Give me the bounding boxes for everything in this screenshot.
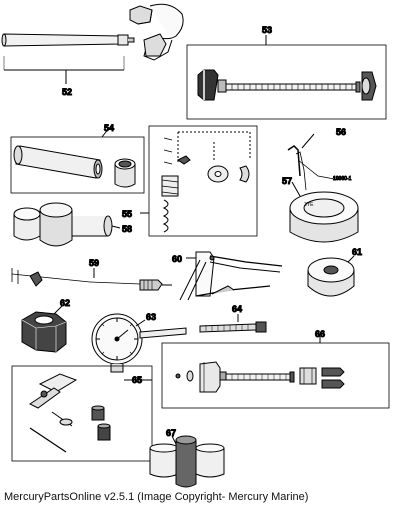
callout-62: 62 [60,298,70,308]
callout-64: 64 [232,304,242,314]
callout-52: 52 [62,87,72,97]
tool-60[interactable] [179,251,283,301]
tool-63[interactable] [91,313,187,373]
callout-59: 59 [89,258,99,268]
tool-67[interactable] [149,435,225,488]
callout-54: 54 [104,123,114,133]
callout-67: 67 [166,428,176,438]
callout-53: 53 [262,25,272,35]
callout-63: 63 [146,312,156,322]
tool-58[interactable] [13,202,121,247]
tool-64[interactable] [199,314,267,333]
callout-60: 60 [172,254,182,264]
tool-65[interactable] [11,365,153,462]
part-number-19660: 19660-1 [333,176,352,182]
callout-55: 55 [122,209,132,219]
callout-65: 65 [132,375,142,385]
tool-55[interactable] [140,125,258,237]
tool-54[interactable] [10,127,145,194]
tool-62[interactable] [21,305,67,353]
tool-56[interactable] [287,133,341,191]
svg-text:3YE: 3YE [304,202,314,208]
tool-57[interactable]: 3YE [289,181,359,243]
callout-56: 56 [336,127,346,137]
tool-52[interactable] [1,3,184,84]
tool-59[interactable] [11,268,172,291]
callout-58: 58 [122,224,132,234]
tool-61[interactable] [307,255,355,297]
callout-66: 66 [315,329,325,339]
copyright-caption: MercuryPartsOnline v2.5.1 (Image Copyrig… [4,491,309,503]
callout-57: 57 [282,176,292,186]
tool-53[interactable] [186,35,387,120]
tool-66[interactable] [161,336,390,409]
callout-61: 61 [352,247,362,257]
